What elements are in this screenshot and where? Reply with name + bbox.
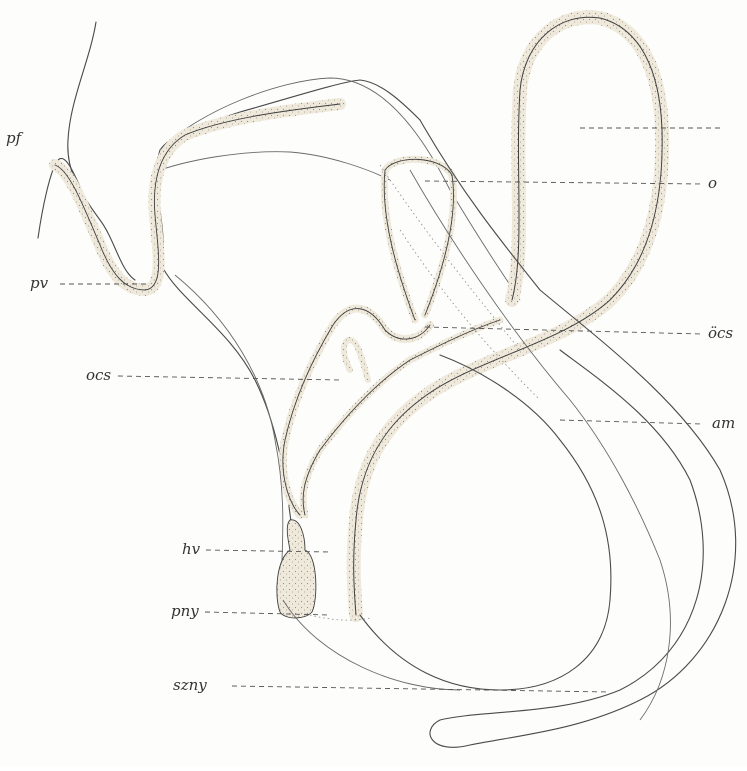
- label-szny: szny: [173, 678, 207, 693]
- o-loop-outline: [354, 17, 662, 615]
- leader-szny: [232, 686, 610, 692]
- o-loop-tube: [354, 17, 662, 615]
- top-arc: [160, 78, 520, 300]
- label-pf: pf: [6, 131, 21, 146]
- am-sac-outer: [420, 120, 736, 747]
- inner-fold-wall: [163, 268, 292, 530]
- pv-fold-tube: [55, 104, 340, 290]
- surface-fold: [38, 80, 420, 290]
- leader-hv: [206, 550, 330, 552]
- label-o: o: [708, 176, 717, 191]
- label-am: am: [712, 416, 735, 431]
- leader-am: [560, 420, 702, 424]
- label-ocs: ocs: [86, 368, 111, 383]
- label-pv: pv: [30, 276, 48, 291]
- label-hv: hv: [182, 542, 200, 557]
- triangle-loop-tube: [384, 159, 453, 320]
- label-ocs-umlaut: öcs: [708, 326, 733, 341]
- label-pny: pny: [171, 604, 199, 619]
- left-body-contour: [175, 275, 283, 560]
- upper-membrane: [160, 152, 390, 180]
- am-sac-inner: [360, 355, 611, 690]
- triangle-loop-outline: [384, 159, 453, 320]
- small-wave-tube: [344, 340, 368, 380]
